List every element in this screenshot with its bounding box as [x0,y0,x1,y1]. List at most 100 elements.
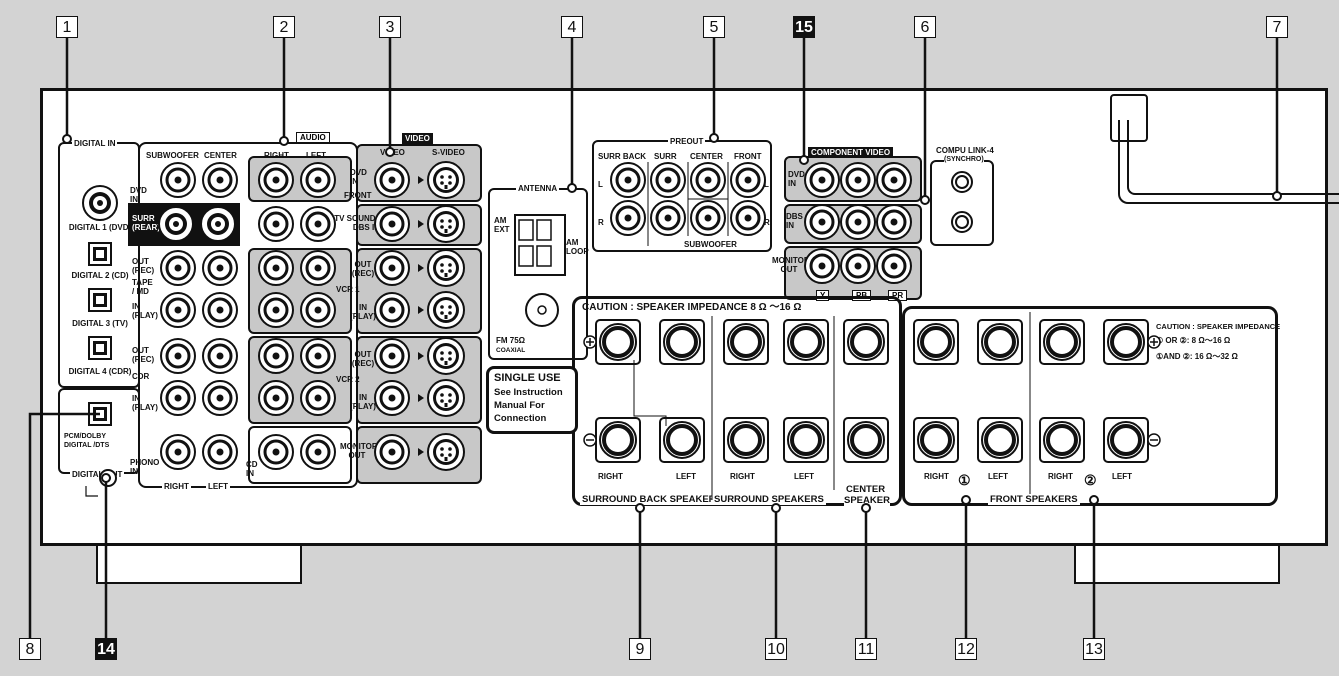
front-preout-label: FRONT [734,152,762,161]
callout-9: 9 [629,638,651,660]
surr-label: SURR [654,152,677,161]
pcm-label: PCM/DOLBY DIGITAL /DTS [64,433,110,449]
callout-8: 8 [19,638,41,660]
preout-subwoofer-label: SUBWOOFER [684,240,737,249]
am-ext-label: AM EXT [494,216,510,234]
and-impedance-label: ①AND ②: 16 Ω～32 Ω [1156,352,1238,361]
component-tag: COMPONENT VIDEO [808,147,894,158]
see-line-2: Manual For [494,400,545,411]
callout-13: 13 [1083,638,1105,660]
digital-3-label: DIGITAL 3 (TV) [72,319,128,328]
surr-rear-label: SURR (REAR) [132,214,160,232]
subwoofer-label: SUBWOOFER [146,151,199,160]
svideo-col-label: S-VIDEO [432,148,465,157]
preout-label: PREOUT [668,137,706,146]
digital-1-label: DIGITAL 1 (DVD) [68,223,132,232]
vcr1-label: VCR 1 [336,285,360,294]
cdr-label: CDR [132,372,150,381]
component-pb: PB [852,290,872,301]
dvd-in-video-label: DVD IN [350,168,367,186]
left-foot [96,546,302,584]
preout-l-right: L [764,180,769,189]
sur-left-label: LEFT [794,472,814,481]
tape-out-label: OUT (REC) [132,257,155,275]
power-cord-plug [1110,94,1148,142]
center-label: CENTER [204,151,237,160]
fr-right-label-2: RIGHT [1048,472,1073,481]
audio-right-label: RIGHT [264,151,289,160]
surround-back-speakers-label: SURROUND BACK SPEAKERS [580,494,724,505]
sb-left-label: LEFT [676,472,696,481]
phono-right-label: RIGHT [162,482,191,491]
callout-12: 12 [955,638,977,660]
preout-l-left: L [598,180,603,189]
center-preout-label: CENTER [690,152,723,161]
preout-r-right: R [764,218,770,227]
sur-right-label: RIGHT [730,472,755,481]
digital-2-label: DIGITAL 2 (CD) [71,271,129,280]
callout-10: 10 [765,638,787,660]
vcr2-in-label: IN (PLAY) [350,393,376,411]
see-line-3: Connection [494,413,547,424]
callout-6: 6 [914,16,936,38]
see-line-1: See Instruction [494,387,563,398]
speaker-frame-right [902,306,1278,506]
component-monitor-label: MONITOR OUT [772,256,810,274]
fr-right-label-1: RIGHT [924,472,949,481]
callout-1: 1 [56,16,78,38]
cd-in-box [248,426,352,484]
compu-synchro-label: (SYNCHRO) [944,155,984,164]
center-speaker-label-1: CENTER [846,484,886,495]
compu-link-label: COMPU LINK-4 [936,146,994,155]
tape-in-label: IN (PLAY) [132,302,158,320]
component-dbs-label: DBS IN [786,212,803,230]
phono-left-label: LEFT [206,482,230,491]
sb-right-label: RIGHT [598,472,623,481]
dvd-in-audio-label: DVD IN [130,186,147,204]
coaxial-label: COAXIAL [496,347,526,354]
digital-out-label: DIGITAL OUT [70,470,125,479]
right-foot [1074,546,1280,584]
single-use-label: SINGLE USE [494,372,561,384]
fr-left-label-2: LEFT [1112,472,1132,481]
callout-2: 2 [273,16,295,38]
phono-in-label: PHONO IN [130,458,160,476]
fm-label: FM 75Ω [496,336,526,345]
or-impedance-label: ① OR ②: 8 Ω～16 Ω [1156,336,1231,345]
antenna-label: ANTENNA [516,184,560,193]
video-tag: VIDEO [402,133,433,144]
power-cord-inner [1127,120,1339,195]
callout-3: 3 [379,16,401,38]
front-speakers-label: FRONT SPEAKERS [988,494,1080,505]
component-dvd-label: DVD IN [788,170,805,188]
caution-label: CAUTION : SPEAKER IMPEDANCE 8 Ω ～16 Ω [582,302,802,313]
power-cord [1118,120,1339,204]
cdr-in-label: IN (PLAY) [132,394,158,412]
center-speaker-label-2: SPEAKER [844,495,890,506]
component-y: Y [816,290,830,301]
tv-sound-label: TV SOUND / DBS IN [334,214,380,232]
caution2-label: CAUTION : SPEAKER IMPEDANCE [1156,322,1281,331]
surround-speakers-label: SURROUND SPEAKERS [712,494,826,505]
fr-left-label-1: LEFT [988,472,1008,481]
vcr2-out-label: OUT (REC) [351,350,375,368]
digital-in-label: DIGITAL IN [72,139,118,148]
front-label: FRONT [344,191,372,200]
callout-4: 4 [561,16,583,38]
monitor-out-video-label: MONITOR OUT [340,442,378,460]
surr-back-label: SURR BACK [598,152,646,161]
tape-md-label: TAPE / MD [132,278,153,296]
am-loop-label: AM LOOP [566,238,589,256]
front-one-label: ① [958,472,971,488]
callout-11: 11 [855,638,877,660]
callout-7: 7 [1266,16,1288,38]
cd-in-label: CD IN [246,460,258,478]
single-use-box [486,366,578,434]
vcr1-out-label: OUT (REC) [351,260,375,278]
front-two-label: ② [1084,472,1097,488]
vcr2-label: VCR 2 [336,375,360,384]
digital-4-label: DIGITAL 4 (CDR) [68,367,132,376]
audio-tag: AUDIO [296,132,330,143]
callout-15: 15 [793,16,815,38]
